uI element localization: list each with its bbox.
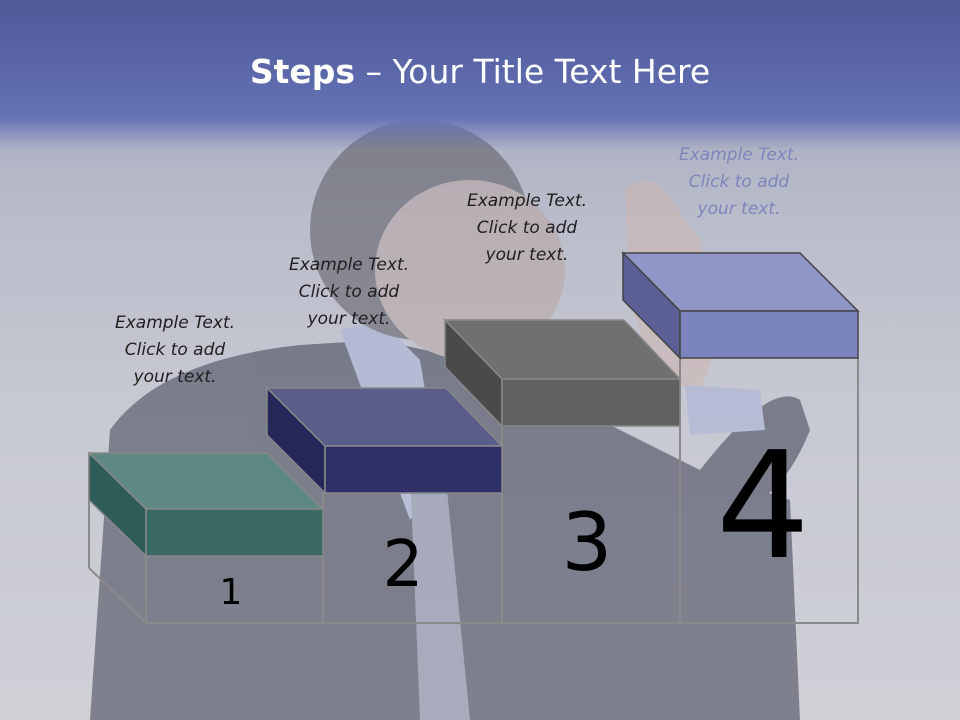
step-number-2: 2 — [383, 528, 424, 602]
step-text-2[interactable]: Example Text. Click to add your text. — [259, 252, 439, 333]
step-text-4-line-3: your text. — [697, 199, 781, 219]
step-text-1-line-1: Example Text. — [114, 313, 236, 333]
step-number-1: 1 — [220, 572, 243, 613]
step-text-4-line-2: Click to add — [688, 172, 790, 192]
step-text-1-line-3: your text. — [133, 367, 217, 387]
step-text-2-line-2: Click to add — [298, 282, 400, 302]
slide-title[interactable]: Steps – Your Title Text Here — [0, 52, 960, 91]
step-text-1[interactable]: Example Text. Click to add your text. — [85, 310, 265, 391]
step-text-3-line-3: your text. — [485, 245, 569, 265]
step-block-3[interactable] — [443, 318, 682, 428]
step-text-2-line-3: your text. — [307, 309, 391, 329]
step-text-1-line-2: Click to add — [124, 340, 226, 360]
header-band — [0, 0, 960, 150]
title-rest: – Your Title Text Here — [355, 52, 711, 91]
step-text-4[interactable]: Example Text. Click to add your text. — [649, 142, 829, 223]
step-text-2-line-1: Example Text. — [288, 255, 410, 275]
step-text-3[interactable]: Example Text. Click to add your text. — [437, 188, 617, 269]
step-text-4-line-1: Example Text. — [678, 145, 800, 165]
step-number-4: 4 — [716, 420, 810, 592]
title-bold: Steps — [249, 52, 356, 91]
step-block-1[interactable] — [87, 451, 325, 558]
step-text-3-line-1: Example Text. — [466, 191, 588, 211]
step-number-3: 3 — [562, 496, 613, 589]
step-block-4[interactable] — [621, 251, 860, 360]
step-text-3-line-2: Click to add — [476, 218, 578, 238]
step-block-2[interactable] — [265, 386, 504, 495]
